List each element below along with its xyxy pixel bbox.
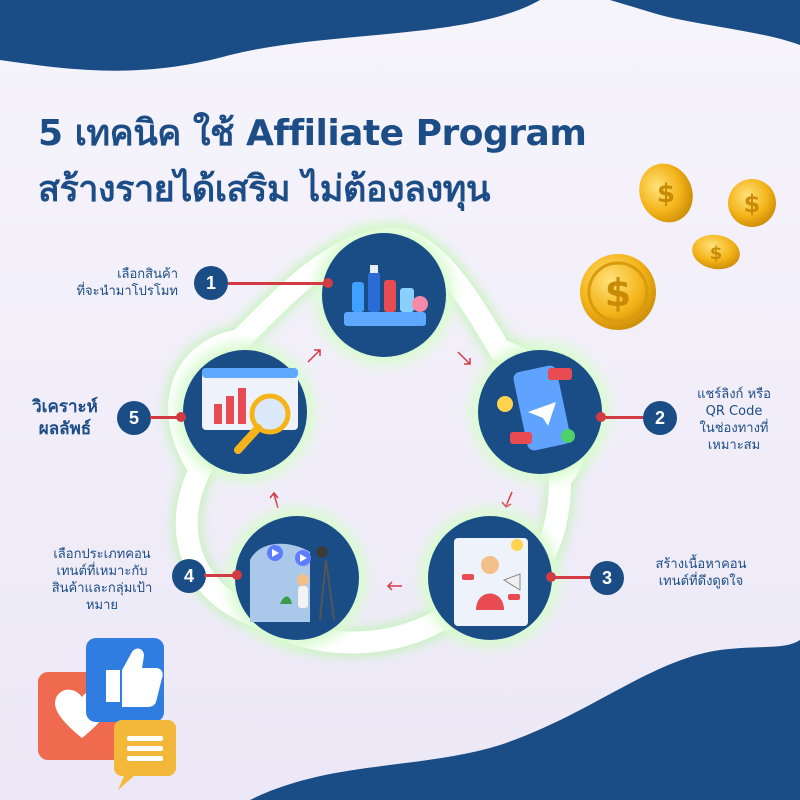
analytics-chart-icon [202, 368, 298, 454]
page-title: 5 เทคนิค ใช้ Affiliate Program [38, 113, 587, 154]
step-1-label: เลือกสินค้า ที่จะนำมาโปรโมท [76, 267, 178, 299]
step-3-label: สร้างเนื้อหาคอน เทนต์ที่ดึงดูดใจ [655, 557, 747, 589]
step-1-circle [314, 225, 454, 365]
step-4-circle [227, 508, 367, 648]
step-5-number-badge: 5 [117, 401, 151, 435]
bottom-right-corner [760, 780, 800, 800]
svg-text:$: $ [710, 243, 723, 264]
page-subtitle: สร้างรายได้เสริม ไม่ต้องลงทุน [38, 169, 491, 210]
content-creator-icon [454, 538, 528, 626]
step-4-connector-dot [232, 570, 242, 580]
step-4-number-badge: 4 [172, 559, 206, 593]
arrow-5-to-1 [307, 349, 321, 363]
svg-text:$: $ [657, 179, 675, 209]
coin-icon: $ [692, 234, 740, 270]
chat-icon [114, 720, 176, 790]
step-3-connector [550, 576, 594, 579]
step-2-connector [600, 416, 644, 419]
step-4-connector [204, 574, 238, 577]
like-icon [86, 638, 164, 722]
step-2-label: แชร์ลิงก์ หรือ QR Code ในช่องทางที่ เหมา… [697, 387, 771, 453]
top-left-wave [0, 0, 540, 71]
svg-text:$: $ [744, 190, 761, 218]
step-5-connector [150, 416, 180, 419]
coin-icon: $ [580, 254, 656, 330]
step-4-label: เลือกประเภทคอน เทนต์ที่เหมาะกับ สินค้าแล… [51, 547, 153, 613]
step-1-connector [228, 282, 328, 285]
step-2-number-badge: 2 [643, 401, 677, 435]
step-5-connector-dot [176, 412, 186, 422]
step-3-circle [420, 508, 560, 648]
video-recording-icon [250, 543, 335, 622]
step-1-number-badge: 1 [194, 266, 228, 300]
step-1-connector-dot [323, 278, 333, 288]
top-right-wave [610, 0, 800, 45]
flow-arrows [269, 349, 513, 591]
step-3-number-badge: 3 [590, 561, 624, 595]
svg-text:$: $ [605, 271, 631, 315]
step-5-label: วิเคราะห์ ผลลัพธ์ [32, 397, 98, 439]
arrow-1-to-2 [457, 351, 471, 365]
bottom-wave [250, 640, 800, 800]
step-5-circle [175, 342, 315, 482]
cosmetics-icon [344, 265, 428, 326]
phone-share-icon [497, 365, 575, 451]
step-2-circle [470, 342, 610, 482]
arrow-2-to-3 [501, 491, 513, 508]
coin-icon: $ [728, 179, 776, 227]
arrow-4-to-5 [269, 491, 279, 509]
coin-icon: $ [639, 163, 693, 223]
arrow-3-to-4 [386, 581, 402, 591]
